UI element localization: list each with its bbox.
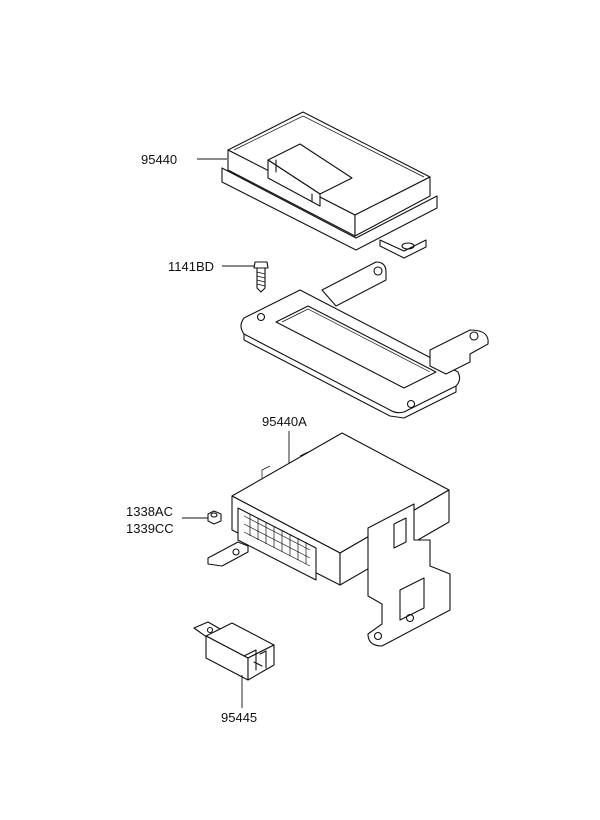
label-relay: 95445: [221, 710, 257, 725]
mounting-bracket: [240, 261, 489, 419]
bolt-part: [253, 261, 269, 293]
ecu-unit-part: [207, 432, 451, 647]
label-bolt: 1141BD: [168, 259, 214, 274]
nut-part: [207, 510, 222, 525]
relay-part: [193, 621, 275, 681]
label-ecu-unit: 95440A: [262, 414, 307, 429]
label-ecu-cover: 95440: [141, 152, 177, 167]
label-nut-a: 1338AC: [126, 504, 173, 519]
ecu-cover-part: [221, 111, 438, 259]
label-nut-b: 1339CC: [126, 521, 174, 536]
